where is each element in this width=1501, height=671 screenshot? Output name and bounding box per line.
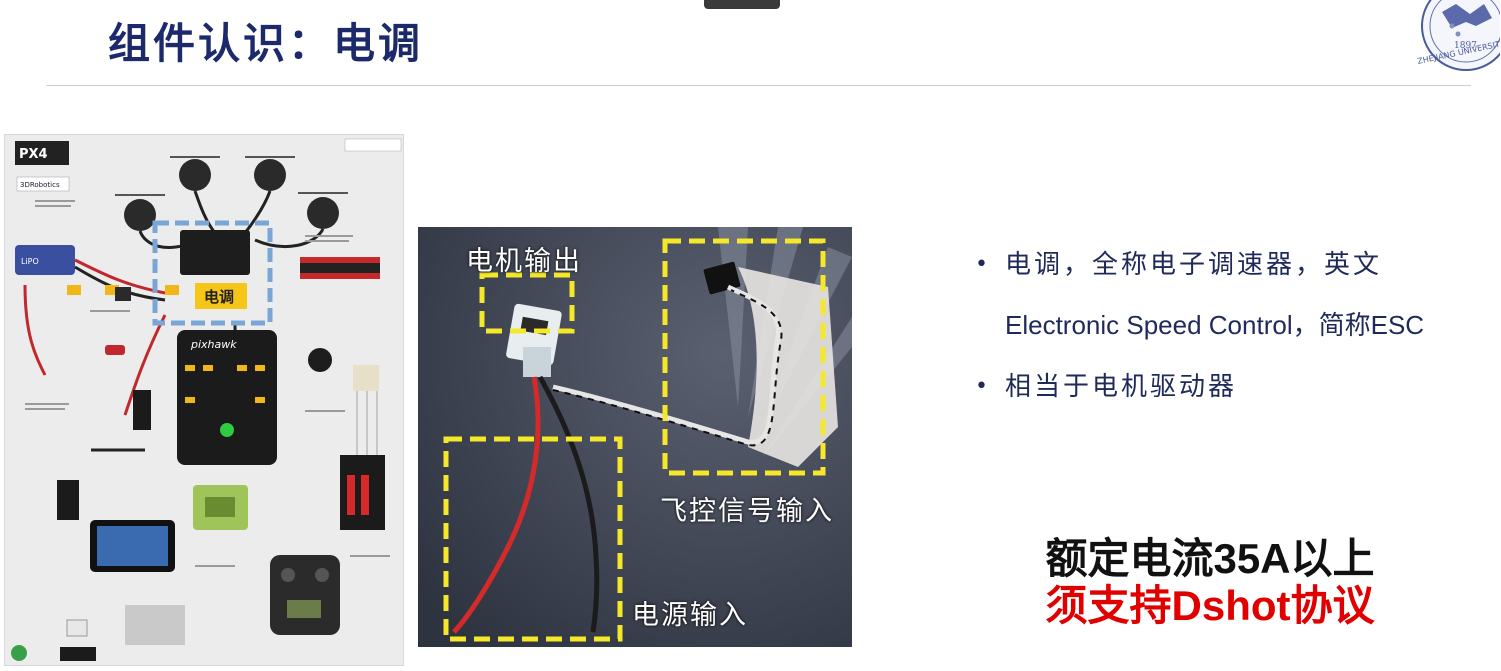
- svg-text:LiPO: LiPO: [21, 257, 39, 266]
- px4-wiring-diagram: PX4 3DRobotics LiPO: [4, 134, 404, 666]
- label-power-input: 电源输入: [632, 600, 748, 631]
- svg-text:1897: 1897: [1454, 41, 1477, 51]
- title-divider: [46, 85, 1471, 86]
- university-seal-icon: 1897 ZHEJIANG UNIVERSITY: [1417, 0, 1500, 71]
- esc-photo-graphic: [418, 227, 852, 647]
- university-logo: 1897 ZHEJIANG UNIVERSITY: [1396, 0, 1500, 72]
- bullet-text-line: Electronic Speed Control，简称ESC: [1005, 310, 1425, 340]
- bullet-text-line: 相当于电机驱动器: [1005, 372, 1238, 402]
- wiring-diagram-graphic: PX4 3DRobotics LiPO: [5, 135, 403, 665]
- bullet-dot-icon: •: [975, 252, 988, 277]
- bullet-item: • 电调，全称电子调速器，英文 Electronic Speed Control…: [975, 246, 1495, 344]
- svg-text:PX4: PX4: [19, 147, 48, 162]
- label-fc-signal-input: 飞控信号输入: [660, 496, 834, 527]
- bullet-item: • 相当于电机驱动器: [975, 368, 1495, 406]
- poster-pixhawk-label: pixhawk: [190, 338, 237, 351]
- slide-title: 组件认识：电调: [108, 19, 424, 68]
- label-motor-output: 电机输出: [466, 246, 582, 277]
- note-current-rating: 额定电流35A以上: [1045, 535, 1375, 582]
- esc-photo: 电机输出 飞控信号输入 电源输入: [418, 227, 852, 647]
- svg-text:3DRobotics: 3DRobotics: [20, 181, 60, 189]
- window-tab: [704, 0, 780, 9]
- note-dshot-protocol: 须支持Dshot协议: [1045, 582, 1375, 629]
- bullet-list: • 电调，全称电子调速器，英文 Electronic Speed Control…: [975, 246, 1495, 406]
- bullet-text-line: 电调，全称电子调速器，英文: [1005, 250, 1383, 280]
- poster-esc-label: 电调: [204, 288, 234, 306]
- bullet-dot-icon: •: [975, 374, 988, 399]
